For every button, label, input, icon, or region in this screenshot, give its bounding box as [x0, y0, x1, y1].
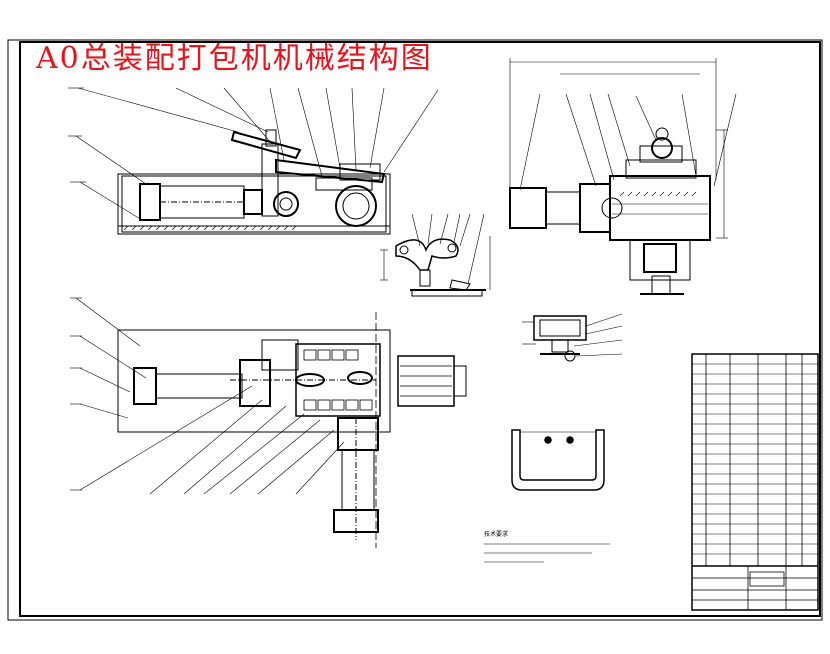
outer-frame	[7, 39, 823, 621]
plan-view	[70, 297, 467, 548]
drawing-title: A0总装配打包机机械结构图	[36, 41, 433, 76]
front-elevation-view	[68, 87, 439, 235]
side-elevation-view	[509, 58, 737, 295]
section-C-C-view	[511, 429, 605, 491]
section-A-A-view	[522, 313, 623, 362]
technical-notes: 技术要求	[484, 530, 610, 563]
notes-heading: 技术要求	[484, 530, 508, 538]
title-block	[691, 353, 819, 611]
inner-frame	[19, 41, 821, 617]
detail-clamp-view	[380, 213, 491, 297]
